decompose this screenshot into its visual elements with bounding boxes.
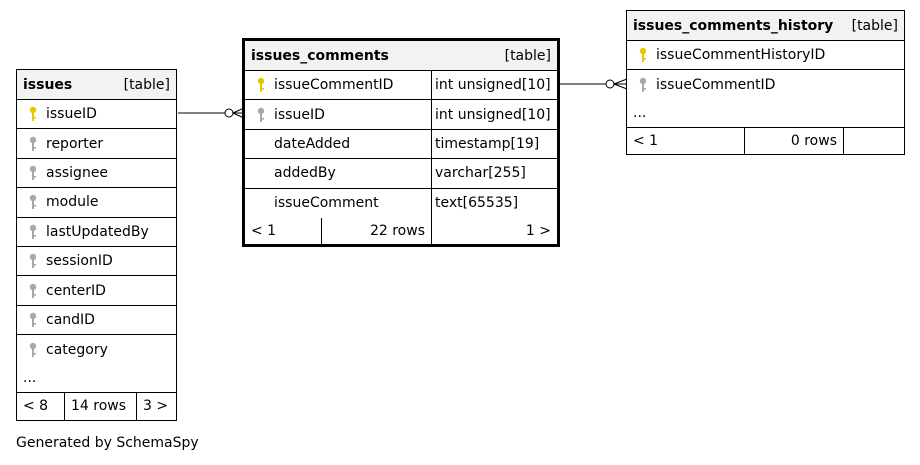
column-name: issueCommentID	[656, 77, 776, 94]
column-name: issueID	[274, 106, 325, 123]
column-row[interactable]: issueCommentHistoryID	[627, 41, 904, 71]
relationship-comments-to-history	[559, 78, 628, 90]
column-name: assignee	[46, 164, 109, 181]
table-issues[interactable]: issues [table] issueID reporter assignee mo…	[16, 69, 177, 421]
generated-by-credit: Generated by SchemaSpy	[16, 435, 199, 451]
foreign-key-icon	[23, 136, 43, 152]
table-header: issues_comments_history [table]	[627, 11, 904, 41]
parents-count[interactable]: < 8	[23, 398, 49, 415]
column-type: varchar[255]	[431, 159, 557, 188]
row-count: 14 rows	[64, 392, 136, 420]
table-header: issues_comments [table]	[245, 41, 557, 71]
foreign-key-icon	[23, 312, 43, 328]
column-name: sessionID	[46, 253, 113, 270]
table-footer: < 1 0 rows	[627, 127, 904, 154]
column-name: reporter	[46, 135, 104, 152]
column-name: category	[46, 341, 108, 358]
column-name-cell: issueCommentID	[627, 77, 775, 93]
foreign-key-icon	[23, 283, 43, 299]
table-kind: [table]	[851, 17, 898, 34]
column-name: candID	[46, 311, 95, 328]
column-row[interactable]: category	[17, 335, 176, 364]
column-row[interactable]: issueCommentID	[627, 70, 904, 99]
foreign-key-icon	[633, 77, 653, 93]
more-columns: ...	[17, 365, 176, 393]
column-row[interactable]: dateAdded timestamp[19]	[245, 129, 557, 160]
column-name: issueID	[46, 106, 97, 123]
column-row[interactable]: issueID	[17, 100, 176, 130]
column-name: addedBy	[274, 165, 336, 182]
column-name-cell: candID	[17, 312, 95, 328]
column-name-cell: module	[17, 194, 98, 210]
column-type: int unsigned[10]	[431, 100, 557, 129]
column-row[interactable]: assignee	[17, 159, 176, 189]
row-count: 22 rows	[321, 217, 431, 244]
column-name-cell: assignee	[17, 165, 108, 181]
column-row[interactable]: lastUpdatedBy	[17, 218, 176, 247]
foreign-key-icon	[23, 253, 43, 269]
column-name-cell: addedBy	[245, 165, 431, 181]
foreign-key-icon	[23, 194, 43, 210]
column-row[interactable]: candID	[17, 306, 176, 336]
table-issues-comments-history[interactable]: issues_comments_history [table] issueCom…	[626, 10, 905, 155]
table-issues-comments[interactable]: issues_comments [table] issueCommentID in…	[242, 38, 560, 247]
foreign-key-icon	[23, 224, 43, 240]
column-name: module	[46, 194, 99, 211]
column-name-cell: lastUpdatedBy	[17, 224, 149, 240]
column-row[interactable]: module	[17, 188, 176, 218]
parents-count[interactable]: < 1	[251, 222, 277, 239]
column-name-cell: sessionID	[17, 253, 113, 269]
column-name-cell: issueID	[245, 107, 431, 123]
column-name-cell: centerID	[17, 283, 106, 299]
foreign-key-icon	[251, 107, 271, 123]
column-row[interactable]: addedBy varchar[255]	[245, 159, 557, 189]
parents-count[interactable]: < 1	[633, 132, 659, 149]
table-kind: [table]	[504, 47, 551, 64]
foreign-key-icon	[23, 342, 43, 358]
children-count[interactable]	[843, 127, 904, 154]
column-row[interactable]: sessionID	[17, 247, 176, 277]
column-name-cell: category	[17, 342, 108, 358]
column-name-cell: issueCommentID	[245, 77, 431, 93]
column-name-cell: issueComment	[245, 195, 431, 211]
column-row[interactable]: centerID	[17, 276, 176, 306]
table-name: issues	[23, 76, 73, 93]
foreign-key-icon	[23, 165, 43, 181]
column-name-cell: dateAdded	[245, 136, 431, 152]
children-count[interactable]: 3 >	[136, 392, 176, 420]
table-footer: < 1 22 rows 1 >	[245, 217, 557, 244]
column-name: centerID	[46, 282, 106, 299]
table-footer: < 8 14 rows 3 >	[17, 392, 176, 420]
table-name: issues_comments_history	[633, 17, 834, 34]
primary-key-icon	[251, 77, 271, 93]
primary-key-icon	[633, 47, 653, 63]
table-header: issues [table]	[17, 70, 176, 100]
column-row[interactable]: issueComment text[65535]	[245, 188, 557, 218]
children-count[interactable]: 1 >	[431, 217, 557, 244]
column-name-cell: issueCommentHistoryID	[627, 47, 825, 63]
column-row[interactable]: issueID int unsigned[10]	[245, 100, 557, 130]
column-type: text[65535]	[431, 188, 557, 218]
column-row[interactable]: reporter	[17, 129, 176, 159]
table-kind: [table]	[123, 76, 170, 93]
column-name: issueCommentHistoryID	[656, 47, 826, 64]
column-name: dateAdded	[274, 135, 351, 152]
column-name-cell: issueID	[17, 106, 97, 122]
column-name: issueComment	[274, 195, 379, 212]
more-columns: ...	[627, 100, 904, 128]
column-name: lastUpdatedBy	[46, 223, 149, 240]
column-row[interactable]: issueCommentID int unsigned[10]	[245, 71, 557, 101]
relationship-issues-to-comments	[178, 107, 245, 119]
primary-key-icon	[23, 106, 43, 122]
column-type: int unsigned[10]	[431, 71, 557, 100]
column-type: timestamp[19]	[431, 129, 557, 159]
column-name: issueCommentID	[274, 77, 394, 94]
column-name-cell: reporter	[17, 136, 103, 152]
row-count: 0 rows	[744, 127, 843, 154]
table-name: issues_comments	[251, 47, 389, 64]
